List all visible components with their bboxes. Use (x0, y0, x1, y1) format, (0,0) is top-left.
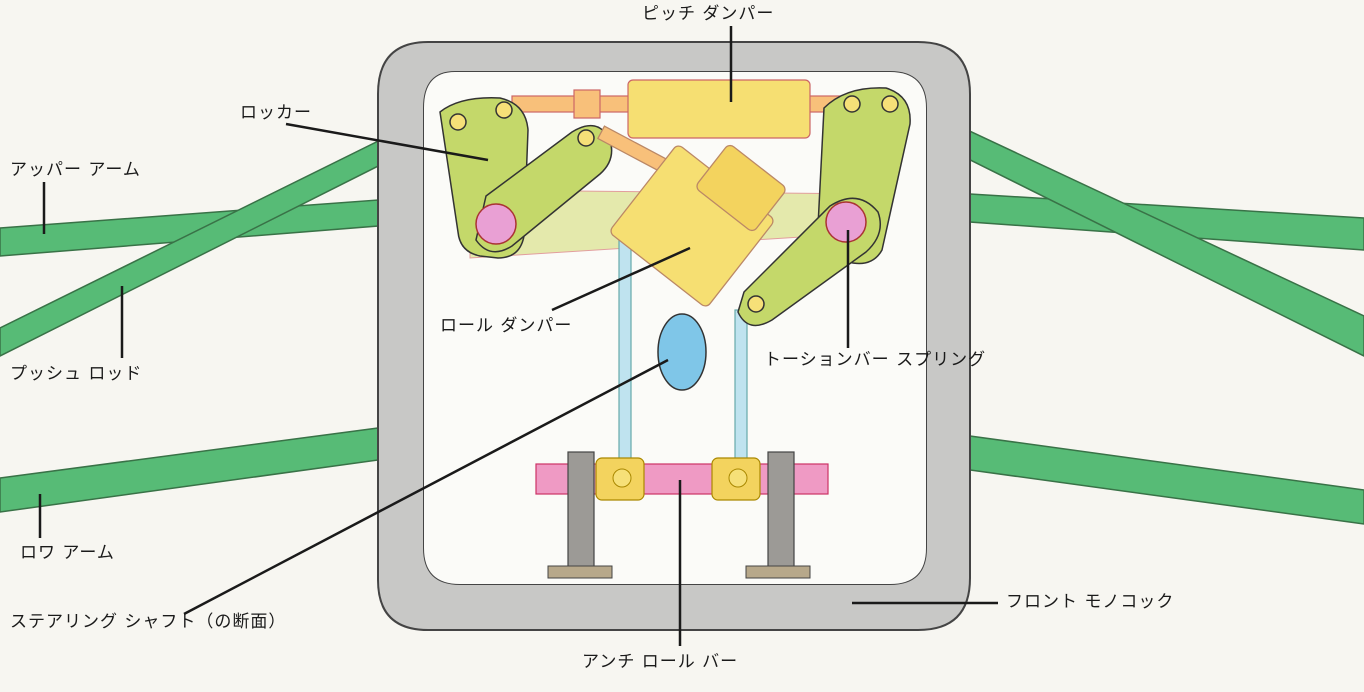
leader-lines (38, 26, 998, 646)
lower-arm-left (0, 427, 379, 513)
label-upper-arm: アッパー アーム (10, 160, 141, 180)
arb-pin-right (728, 468, 748, 488)
rocker-right-pivot-top (843, 95, 861, 113)
spring-right (825, 201, 867, 243)
leader-steering-shaft (183, 358, 669, 616)
rocker-right-group (737, 87, 911, 327)
leader-rocker (285, 122, 489, 162)
roll-damper-cap (696, 144, 786, 232)
link-rod-right (734, 309, 748, 479)
left-suspension-arms (0, 110, 447, 513)
leader-roll-damper (551, 246, 691, 312)
pitch-damper-group (511, 79, 843, 139)
rocker-left-pivot-arm (577, 129, 595, 147)
pitch-damper-body (627, 79, 811, 139)
rocker-left-pivot-top (449, 113, 467, 131)
roll-damper-group (596, 125, 786, 307)
pitch-damper-collar (573, 89, 601, 119)
label-anti-roll-bar: アンチ ロール バー (582, 652, 739, 672)
link-rod-left (618, 231, 632, 479)
arb-mount-right (767, 451, 795, 575)
arb-pin-left (612, 468, 632, 488)
lower-arm-right (969, 435, 1364, 525)
rocker-left-group (439, 97, 613, 259)
rocker-right-pivot-arm (747, 295, 765, 313)
spring-left (475, 203, 517, 245)
label-lower-arm: ロワ アーム (20, 543, 115, 563)
arb-base-right (745, 565, 811, 579)
label-pitch-damper: ピッチ ダンパー (642, 4, 775, 24)
label-roll-damper: ロール ダンパー (440, 316, 573, 336)
label-torsion-bar-spring: トーションバー スプリング (764, 350, 987, 370)
rocker-right-pivot-mid (881, 95, 899, 113)
label-rocker: ロッカー (240, 103, 312, 123)
label-front-monocoque: フロント モノコック (1006, 592, 1175, 612)
pushrod-links (618, 231, 748, 479)
arb-mount-left (567, 451, 595, 575)
rocker-left-pivot-mid (495, 101, 513, 119)
steering-shaft-section (657, 313, 707, 391)
label-steering-shaft: ステアリング シャフト（の断面） (10, 612, 287, 632)
label-push-rod: プッシュ ロッド (10, 364, 143, 384)
anti-roll-bar-group (535, 451, 829, 579)
arb-base-left (547, 565, 613, 579)
right-suspension-arms (901, 102, 1364, 525)
